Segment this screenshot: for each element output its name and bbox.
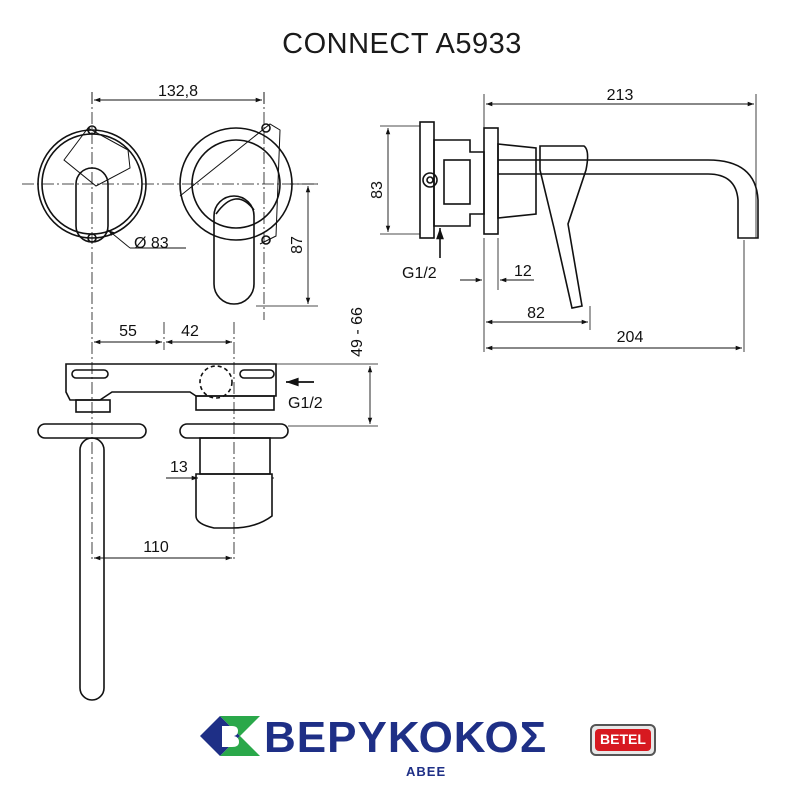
- dim-110-label: 110: [143, 539, 169, 556]
- plan-mixer-lever: [195, 473, 273, 529]
- spout-screw-top: [87, 125, 97, 135]
- side-valve-knob: [422, 172, 438, 188]
- mixer-lever: [213, 195, 255, 305]
- side-valve-knob-inner: [426, 176, 434, 184]
- betel-badge-label: BETEL: [595, 729, 651, 751]
- dim-213-label: 213: [607, 87, 634, 104]
- plan-g-label: G1/2: [288, 395, 323, 412]
- dim-55-label: 55: [119, 323, 137, 340]
- mixer-plate-inner: [191, 139, 281, 229]
- page-title: CONNECT A5933: [282, 28, 522, 60]
- dim-132-label: 132,8: [158, 83, 198, 100]
- dim-13-label: 13: [170, 459, 188, 476]
- brand-name: ΒΕΡΥΚΟΚΟΣ: [264, 713, 548, 762]
- side-cartridge: [443, 159, 471, 205]
- plan-spout-nut: [75, 399, 111, 413]
- betel-badge: BETEL: [590, 724, 656, 756]
- dim-diameter-leader: [107, 229, 131, 249]
- side-g-label: G1/2: [402, 265, 437, 282]
- side-mixer-body: [497, 143, 537, 219]
- plan-mixer-ring: [195, 395, 275, 411]
- dim-204-label: 204: [617, 329, 644, 346]
- dim-range-label: 49 - 66: [349, 307, 366, 357]
- plan-box-port-right: [239, 369, 275, 379]
- mixer-plate-outer: [179, 127, 293, 241]
- side-view: [380, 94, 759, 352]
- plan-spout: [79, 437, 105, 701]
- spout-bracket: [63, 127, 131, 187]
- side-wall-plate: [483, 127, 499, 235]
- plan-mixer-cartridge: [199, 437, 271, 475]
- mixer-bracket: [179, 123, 281, 245]
- dim-12-label: 12: [514, 263, 532, 280]
- mixer-screw-top: [261, 123, 271, 133]
- dim-87-label: 87: [289, 236, 306, 254]
- dim-diameter-label: Ø 83: [134, 235, 169, 252]
- spout-screw-bottom: [87, 233, 97, 243]
- brand-suffix: ABEE: [406, 764, 447, 779]
- side-lever: [539, 145, 589, 309]
- brand-mark-icon: [200, 716, 260, 756]
- dim-82-label: 82: [527, 305, 545, 322]
- brand-logo: ΒΕΡΥΚΟΚΟΣ ABEE BETEL: [196, 712, 656, 782]
- mixer-lever-cap: [215, 198, 255, 215]
- front-view: [22, 92, 318, 320]
- plan-box-circle: [199, 365, 233, 399]
- dim-42-label: 42: [181, 323, 199, 340]
- plan-view: [37, 322, 378, 701]
- dim-83-label: 83: [369, 181, 386, 199]
- plan-box-port-left: [71, 369, 109, 379]
- plan-box-body: [65, 363, 277, 401]
- side-box-body: [433, 139, 485, 227]
- mixer-screw-bottom: [261, 235, 271, 245]
- side-spout: [498, 159, 759, 239]
